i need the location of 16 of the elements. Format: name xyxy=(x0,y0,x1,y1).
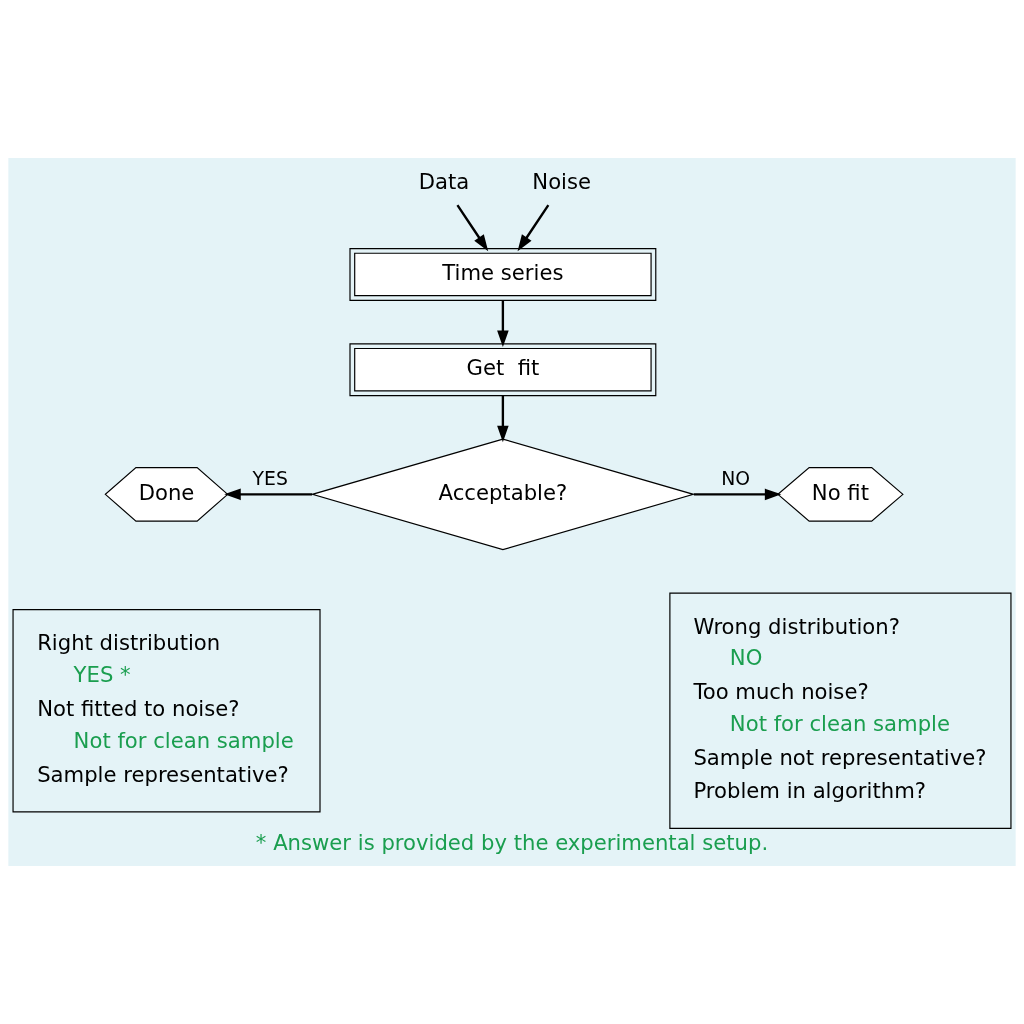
arrow xyxy=(456,204,489,252)
arrow xyxy=(517,204,550,252)
caption: * Answer is provided by the experimental setup. xyxy=(255,830,769,856)
arrow xyxy=(497,300,509,348)
node-text: Noise xyxy=(532,169,592,195)
arrow xyxy=(497,395,509,443)
node-box: Time series xyxy=(349,247,657,301)
edge-label: NO xyxy=(721,467,751,489)
node-diamond: Acceptable? xyxy=(310,438,696,551)
node-box: Wrong distribution? NO Too much noise? Not for clean sample Sample not representative? Problem in algorithm? xyxy=(669,592,1012,829)
node-box: Right distribution YES * Not fitted to noise? Not for clean sample Sample representative? xyxy=(12,609,321,813)
edge-label: YES xyxy=(252,467,288,489)
arrow xyxy=(693,488,782,501)
arrow xyxy=(224,488,313,501)
node-text: Data xyxy=(418,169,470,195)
node-box: Get fit xyxy=(349,343,657,397)
